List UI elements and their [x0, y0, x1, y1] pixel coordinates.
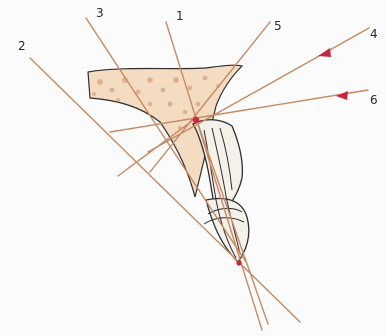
label-4: 4 [370, 27, 378, 41]
label-5: 5 [274, 19, 282, 33]
label-6: 6 [370, 93, 378, 107]
convergence-point [193, 117, 199, 123]
apex-point [236, 260, 241, 265]
label-2: 2 [18, 39, 26, 53]
label-3: 3 [96, 6, 104, 20]
label-1: 1 [176, 9, 184, 23]
